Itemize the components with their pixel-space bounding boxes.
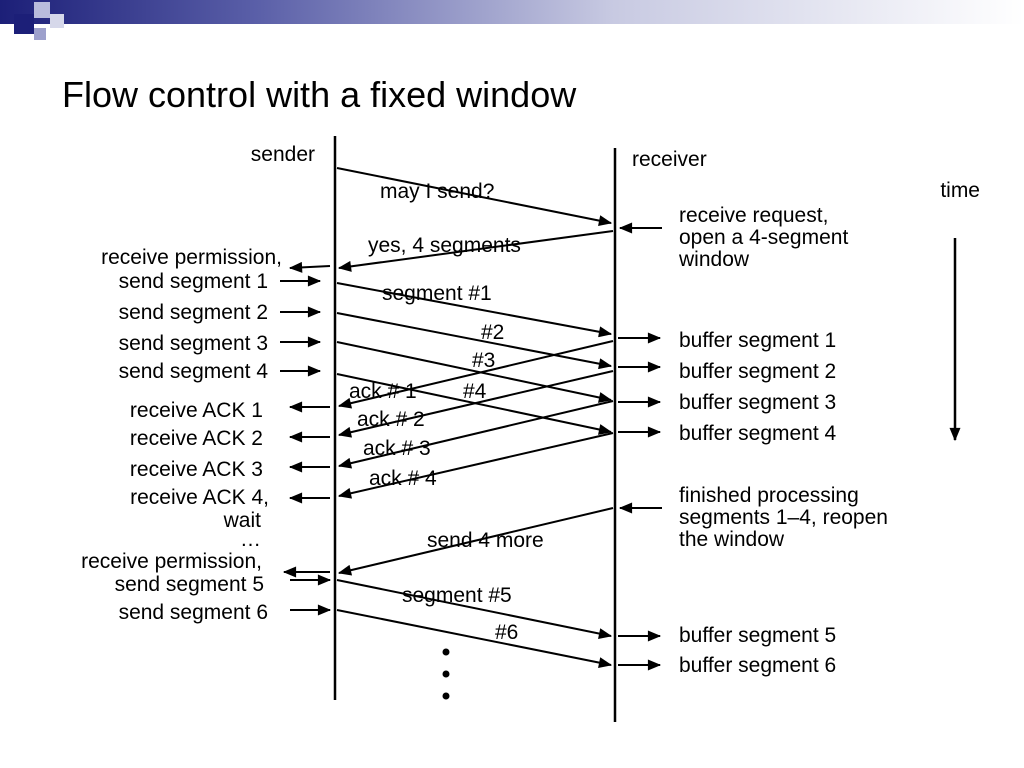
header-square-light (34, 2, 50, 18)
msg-may-i-send (336, 167, 613, 227)
msg-ack-1 (337, 340, 614, 409)
continuation-dot (442, 670, 450, 678)
sender-receive-ack-4: receive ACK 4, (130, 486, 269, 509)
receiver-finished-line2: segments 1–4, reopen (679, 506, 888, 529)
msg-segment-3 (336, 341, 613, 403)
receiver-buffer-5: buffer segment 5 (679, 624, 836, 647)
msg-segment-1 (336, 282, 613, 338)
msg-segment-2 (336, 312, 613, 370)
sender-send-segment-4: send segment 4 (119, 360, 269, 383)
msg-ack-2 (337, 370, 614, 438)
msg-ack-3 (337, 400, 614, 469)
header-square-pale (50, 14, 64, 28)
sender-ellipsis: … (240, 528, 261, 551)
label-segment-4: #4 (463, 380, 487, 403)
header-square-dark (14, 14, 34, 34)
label-ack-4: ack # 4 (369, 467, 437, 490)
msg-segment-6 (336, 609, 613, 669)
sender-receive-ack-1: receive ACK 1 (130, 399, 263, 422)
sender-send-segment-6: send segment 6 (119, 601, 268, 624)
receiver-buffer-6: buffer segment 6 (679, 654, 836, 677)
msg-ack-4 (337, 432, 614, 499)
sender-receive-permission-2: receive permission, (81, 550, 262, 573)
receiver-label: receiver (632, 148, 707, 171)
sender-wait: wait (223, 509, 262, 532)
time-label: time (940, 179, 980, 202)
receiver-receive-request-line1: receive request, (679, 204, 828, 227)
sender-receive-ack-2: receive ACK 2 (130, 427, 263, 450)
msg-segment-5 (336, 579, 613, 639)
receiver-finished-line3: the window (679, 528, 785, 551)
slide-title: Flow control with a fixed window (62, 74, 577, 115)
msg-send-4-more (337, 507, 614, 576)
sender-send-segment-1: send segment 1 (119, 270, 268, 293)
receiver-buffer-1: buffer segment 1 (679, 329, 836, 352)
label-segment-3: #3 (472, 349, 495, 372)
label-may-i-send: may I send? (380, 180, 494, 203)
sender-arrow-receive-permission (288, 261, 331, 273)
header-gradient-bar (0, 0, 1024, 24)
continuation-dot (442, 648, 450, 656)
sender-send-segment-5: send segment 5 (115, 573, 264, 596)
label-send-4-more: send 4 more (427, 529, 544, 552)
sender-label: sender (251, 143, 315, 166)
receiver-buffer-3: buffer segment 3 (679, 391, 836, 414)
header-square-mid (34, 28, 46, 40)
receiver-receive-request-line2: open a 4-segment (679, 226, 848, 249)
label-yes-4-segments: yes, 4 segments (368, 234, 521, 257)
label-ack-2: ack # 2 (357, 408, 425, 431)
label-segment-1: segment #1 (382, 282, 492, 305)
label-ack-3: ack # 3 (363, 437, 431, 460)
msg-yes-4-segments (337, 230, 614, 272)
sender-send-segment-3: send segment 3 (119, 332, 268, 355)
receiver-receive-request-line3: window (678, 248, 750, 271)
receiver-buffer-4: buffer segment 4 (679, 422, 837, 445)
sender-send-segment-2: send segment 2 (119, 301, 268, 324)
label-segment-2: #2 (481, 321, 504, 344)
sender-receive-permission-1: receive permission, (101, 246, 282, 269)
label-segment-6: #6 (495, 621, 518, 644)
label-ack-1: ack # 1 (349, 380, 417, 403)
receiver-buffer-2: buffer segment 2 (679, 360, 836, 383)
receiver-finished-line1: finished processing (679, 484, 859, 507)
continuation-dot (442, 692, 450, 700)
sender-receive-ack-3: receive ACK 3 (130, 458, 263, 481)
label-segment-5: segment #5 (402, 584, 512, 607)
